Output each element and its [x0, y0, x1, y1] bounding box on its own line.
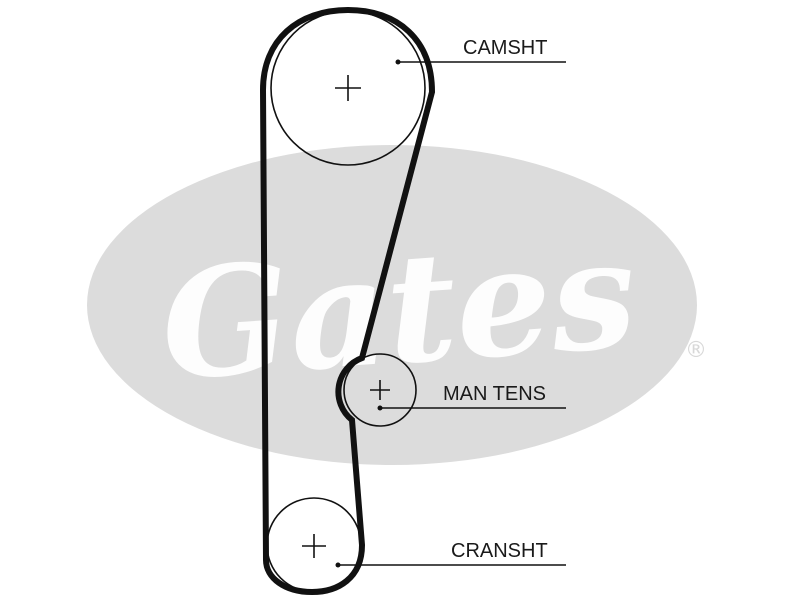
- callout-camshaft: CAMSHT: [395, 37, 566, 65]
- tensioner-label: MAN TENS: [443, 383, 546, 405]
- crankshaft-pulley: [266, 497, 362, 593]
- camshaft-pulley-circle: [270, 10, 426, 166]
- logo-ellipse: [87, 145, 697, 465]
- tensioner-pulley-circle: [343, 353, 417, 427]
- camshaft-label: CAMSHT: [463, 37, 547, 59]
- logo-text: Gates: [156, 206, 642, 415]
- crankshaft-label: CRANSHT: [451, 540, 548, 562]
- tensioner-pulley: [343, 353, 417, 427]
- callout-crankshaft: CRANSHT: [335, 540, 566, 568]
- crankshaft-pulley-circle: [266, 497, 362, 593]
- callout-tensioner: MAN TENS: [377, 383, 566, 411]
- camshaft-pulley: [270, 10, 426, 166]
- registered-mark: ®: [685, 338, 707, 363]
- gates-logo-watermark: Gates ®: [87, 145, 707, 465]
